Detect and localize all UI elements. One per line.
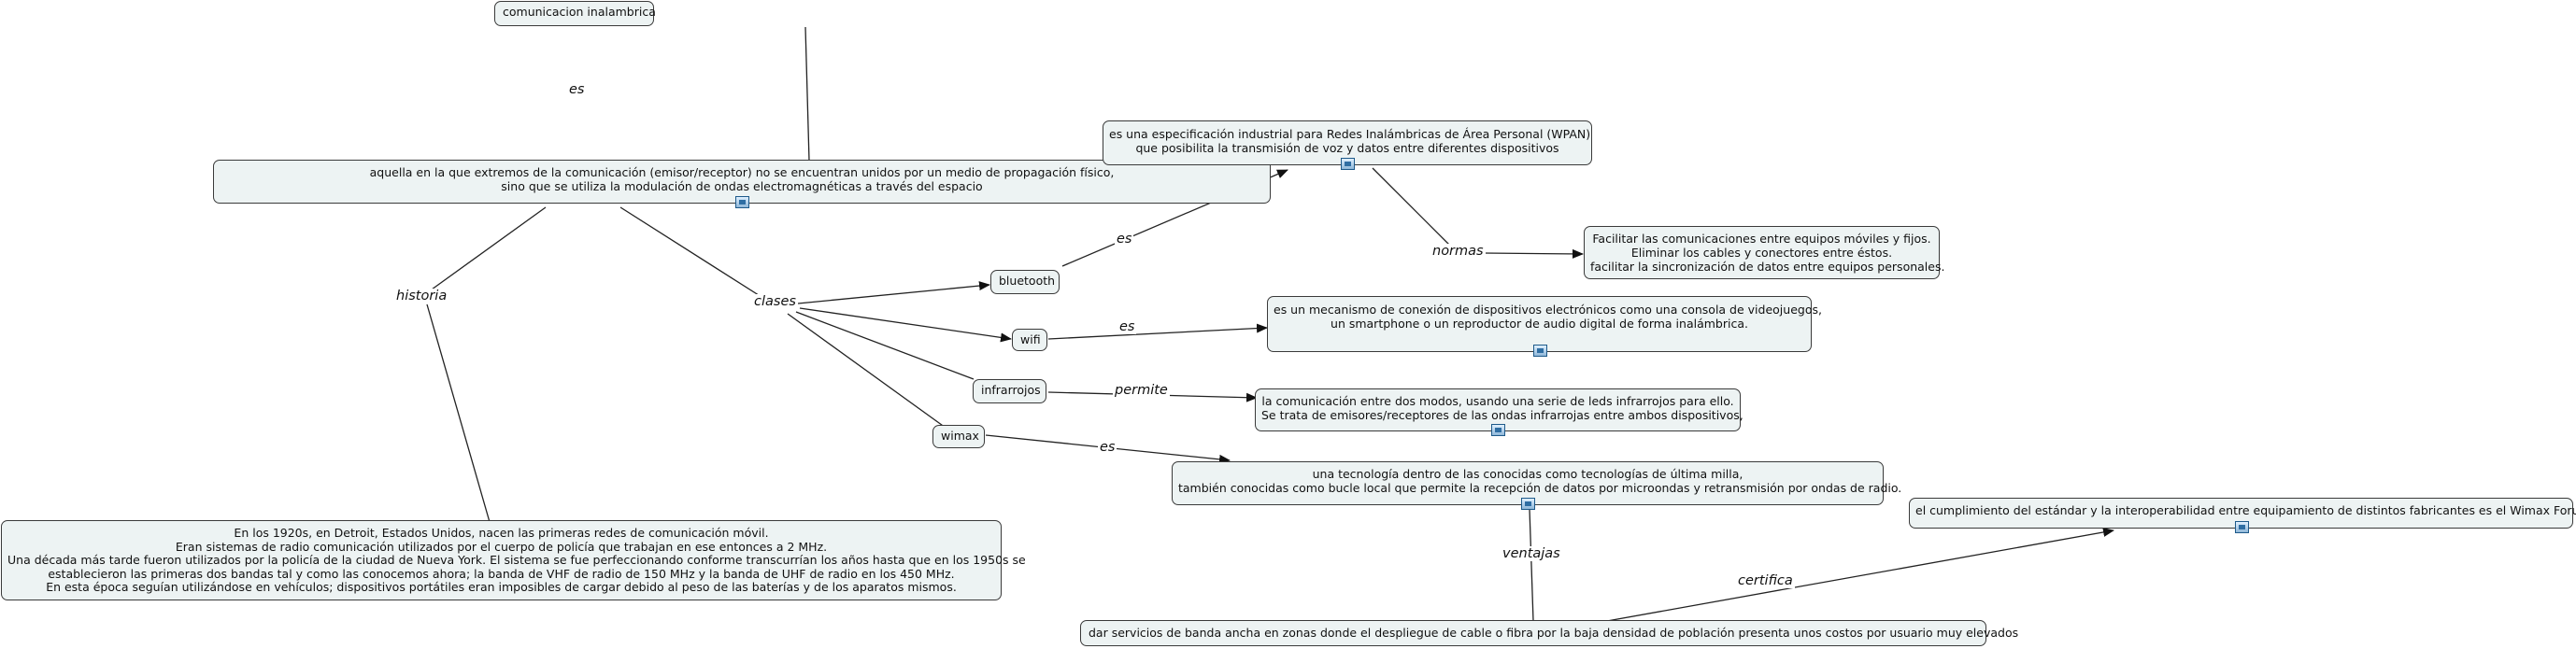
- bluetooth-def-line-1: es una especificación industrial para Re…: [1109, 127, 1591, 141]
- edge-definition-historia: [431, 206, 547, 290]
- link-label-es-bluetooth: es: [1115, 232, 1134, 247]
- history-line-4: establecieron las primeras dos bandas ta…: [48, 566, 955, 581]
- edge-root-definition: [804, 26, 810, 162]
- bluetooth-def-line-2: que posibilita la transmisión de voz y d…: [1135, 141, 1559, 155]
- wimax-forum-text: el cumplimiento del estándar y la intero…: [1915, 503, 2576, 517]
- edge-definition-clases: [619, 206, 762, 298]
- definition-node[interactable]: aquella en la que extremos de la comunic…: [213, 160, 1271, 208]
- edge-btdef-normas: [1372, 167, 1452, 247]
- bluetooth-node[interactable]: bluetooth: [990, 270, 1060, 294]
- resource-icon[interactable]: [1521, 498, 1535, 510]
- edge-wifi-def: [1047, 323, 1268, 340]
- edge-clases-bluetooth: [797, 281, 990, 304]
- bluetooth-norms-node[interactable]: Facilitar las comunicaciones entre equip…: [1584, 226, 1945, 279]
- infrarrojos-def-line-2: Se trata de emisores/receptores de las o…: [1261, 408, 1743, 422]
- wimax-adv-node[interactable]: dar servicios de banda ancha en zonas do…: [1080, 620, 2019, 646]
- wimax-def-line-1: una tecnología dentro de las conocidas c…: [1312, 467, 1743, 481]
- history-line-1: En los 1920s, en Detroit, Estados Unidos…: [234, 526, 769, 540]
- root-text: comunicacion inalambrica: [503, 5, 656, 19]
- norms-line-2: Eliminar los cables y conectores entre é…: [1630, 246, 1893, 260]
- norms-line-3: facilitar la sincronización de datos ent…: [1590, 260, 1945, 274]
- edge-wimaxdef-adv: [1529, 508, 1534, 622]
- wifi-def-line-2: un smartphone o un reproductor de audio …: [1331, 317, 1748, 331]
- link-label-certifica: certifica: [1736, 573, 1795, 588]
- wifi-def-node[interactable]: es un mecanismo de conexión de dispositi…: [1267, 296, 1822, 357]
- history-line-2: Eran sistemas de radio comunicación util…: [175, 539, 828, 554]
- edge-clases-wimax: [787, 313, 946, 429]
- definition-line-2: sino que se utiliza la modulación de ond…: [501, 179, 983, 193]
- edge-adv-forum: [1606, 528, 2114, 622]
- edge-clases-infrarrojos: [795, 311, 975, 380]
- link-label-historia: historia: [394, 289, 449, 303]
- wimax-forum-node[interactable]: el cumplimiento del estándar y la intero…: [1909, 498, 2576, 533]
- resource-icon[interactable]: [1341, 158, 1355, 170]
- link-label-permite: permite: [1113, 383, 1170, 398]
- link-label-clases: clases: [752, 294, 798, 309]
- root-node[interactable]: comunicacion inalambrica: [494, 1, 656, 26]
- wimax-label: wimax: [941, 429, 979, 443]
- wimax-def-node[interactable]: una tecnología dentro de las conocidas c…: [1172, 461, 1902, 510]
- wifi-node[interactable]: wifi: [1012, 329, 1047, 351]
- infrarrojos-def-line-1: la comunicación entre dos modos, usando …: [1261, 394, 1734, 408]
- resource-icon[interactable]: [1532, 345, 1547, 357]
- resource-icon[interactable]: [2234, 521, 2249, 533]
- resource-icon[interactable]: [735, 196, 749, 208]
- bluetooth-def-node[interactable]: es una especificación industrial para Re…: [1103, 120, 1592, 170]
- infrarrojos-node[interactable]: infrarrojos: [973, 379, 1046, 403]
- link-label-ventajas: ventajas: [1501, 546, 1562, 561]
- resource-icon[interactable]: [1491, 424, 1505, 436]
- link-label-normas: normas: [1430, 244, 1486, 259]
- infrarrojos-label: infrarrojos: [981, 383, 1041, 397]
- link-label-es-wifi: es: [1117, 319, 1137, 334]
- bluetooth-label: bluetooth: [999, 274, 1056, 288]
- wifi-def-line-1: es un mecanismo de conexión de dispositi…: [1274, 303, 1822, 317]
- infrarrojos-def-node[interactable]: la comunicación entre dos modos, usando …: [1255, 388, 1743, 436]
- edge-historia-text: [426, 303, 491, 523]
- definition-line-1: aquella en la que extremos de la comunic…: [369, 165, 1115, 179]
- wimax-node[interactable]: wimax: [932, 425, 985, 448]
- wimax-adv-text: dar servicios de banda ancha en zonas do…: [1089, 626, 2019, 640]
- wimax-def-line-2: también conocidas como bucle local que p…: [1178, 481, 1902, 495]
- history-node[interactable]: En los 1920s, en Detroit, Estados Unidos…: [1, 520, 1026, 600]
- wifi-label: wifi: [1020, 332, 1041, 346]
- link-label-es-wimax: es: [1098, 440, 1117, 455]
- edge-clases-wifi: [799, 307, 1012, 343]
- norms-line-1: Facilitar las comunicaciones entre equip…: [1592, 232, 1931, 246]
- link-label-es: es: [567, 82, 587, 97]
- history-line-3: Una década más tarde fueron utilizados p…: [7, 553, 1026, 567]
- edge-normas-list: [1482, 248, 1584, 259]
- history-line-5: En esta época seguían utilizándose en ve…: [46, 580, 957, 594]
